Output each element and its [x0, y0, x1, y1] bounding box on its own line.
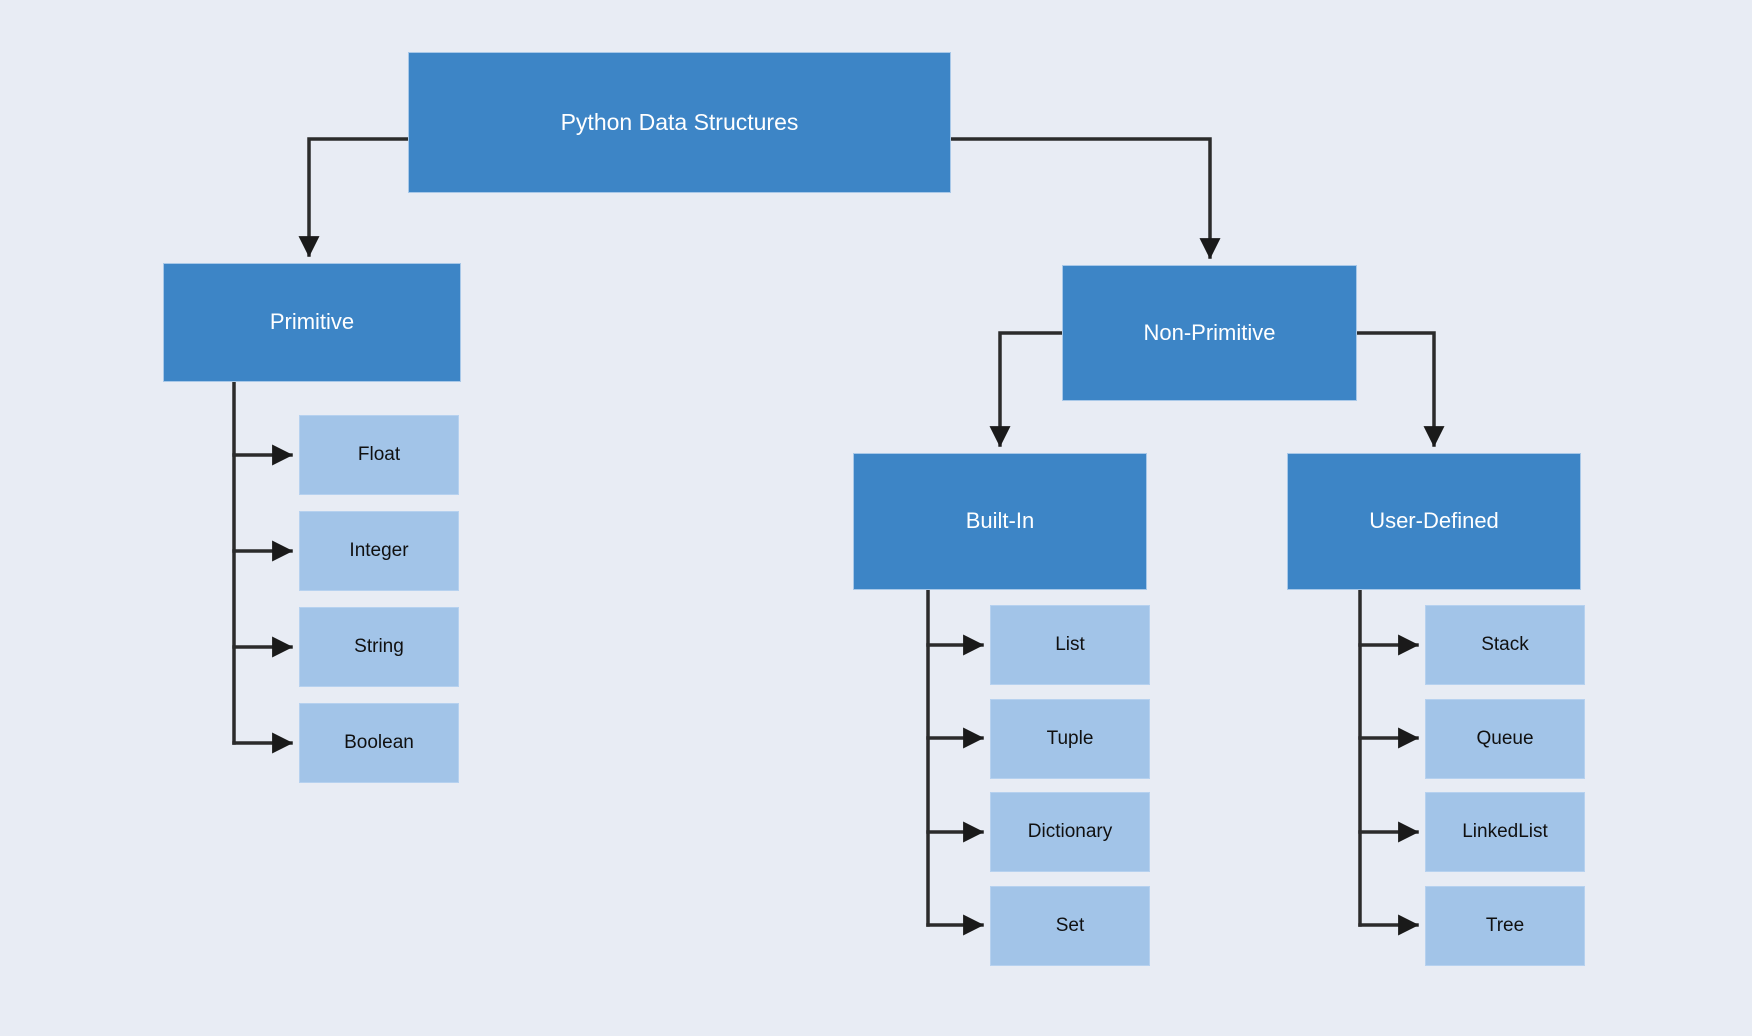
node-user-defined[interactable]: User-Defined: [1287, 453, 1581, 590]
node-label: Integer: [349, 539, 409, 561]
node-label: Set: [1055, 914, 1085, 936]
node-queue[interactable]: Queue: [1425, 699, 1585, 779]
node-label: Float: [357, 443, 401, 465]
node-string[interactable]: String: [299, 607, 459, 687]
node-float[interactable]: Float: [299, 415, 459, 495]
node-label: Stack: [1481, 633, 1529, 655]
node-label: LinkedList: [1462, 820, 1548, 842]
edge-root-to-non-primitive: [948, 137, 1221, 260]
node-label: Tuple: [1046, 727, 1094, 749]
node-label: Built-In: [965, 508, 1035, 534]
node-label: Python Data Structures: [560, 108, 799, 135]
edge-non-primitive-to-built-in: [989, 331, 1064, 448]
node-tuple[interactable]: Tuple: [990, 699, 1150, 779]
node-primitive[interactable]: Primitive: [163, 263, 461, 382]
node-python-data-structures[interactable]: Python Data Structures: [408, 52, 951, 193]
node-label: Non-Primitive: [1143, 319, 1276, 345]
node-label: Dictionary: [1027, 820, 1113, 842]
node-list[interactable]: List: [990, 605, 1150, 685]
node-non-primitive[interactable]: Non-Primitive: [1062, 265, 1357, 401]
node-built-in[interactable]: Built-In: [853, 453, 1147, 590]
node-label: User-Defined: [1369, 508, 1499, 534]
node-tree[interactable]: Tree: [1425, 886, 1585, 966]
node-dictionary[interactable]: Dictionary: [990, 792, 1150, 872]
node-label: Tree: [1485, 914, 1525, 936]
node-label: String: [354, 635, 404, 657]
node-label: Queue: [1476, 727, 1534, 749]
node-boolean[interactable]: Boolean: [299, 703, 459, 783]
edge-root-to-primitive: [298, 137, 410, 258]
node-integer[interactable]: Integer: [299, 511, 459, 591]
node-label: Boolean: [344, 731, 414, 753]
node-set[interactable]: Set: [990, 886, 1150, 966]
edge-non-primitive-to-user-defined: [1355, 331, 1445, 448]
node-stack[interactable]: Stack: [1425, 605, 1585, 685]
node-label: List: [1055, 633, 1085, 655]
node-linkedlist[interactable]: LinkedList: [1425, 792, 1585, 872]
node-label: Primitive: [269, 309, 355, 335]
